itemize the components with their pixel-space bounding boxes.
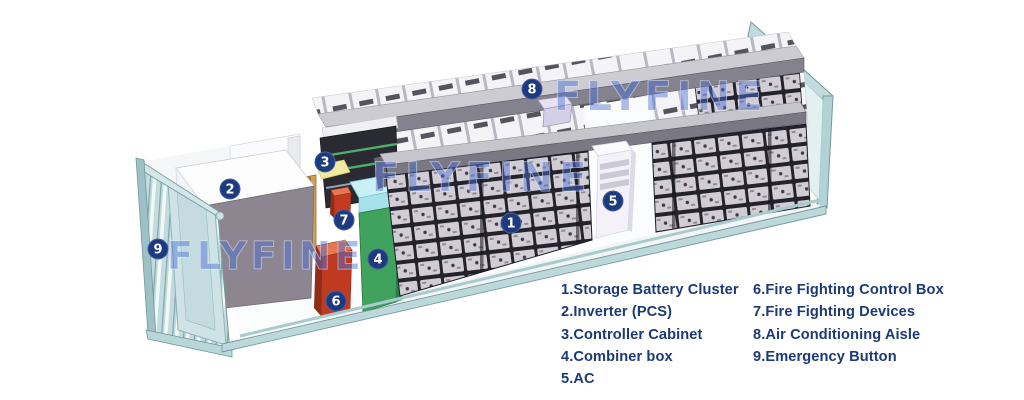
svg-text:5: 5 [608, 195, 617, 210]
marker-6: 6 [325, 290, 347, 312]
bottom-rail [221, 198, 827, 353]
svg-text:2: 2 [225, 183, 234, 198]
legend-item-8: 8.Air Conditioning Aisle [753, 326, 921, 343]
cable-duct-slab [374, 101, 807, 189]
end-bottom-sill [145, 329, 233, 358]
marker-5: 5 [602, 190, 624, 212]
ac-unit [591, 140, 636, 239]
marker-8: 8 [521, 78, 543, 100]
legend-item-9: 9.Emergency Button [753, 348, 897, 365]
svg-text:6: 6 [331, 295, 340, 310]
legend: 1.Storage Battery Cluster 2.Inverter (PC… [561, 279, 983, 390]
battery-rack-front-right [651, 123, 811, 233]
legend-item-7: 7.Fire Fighting Devices [753, 304, 916, 321]
svg-text:3: 3 [320, 156, 329, 171]
battery-rack-front [385, 123, 811, 297]
marker-3: 3 [314, 151, 336, 173]
container-left-end [135, 157, 233, 358]
legend-item-1: 1.Storage Battery Cluster [561, 282, 739, 298]
svg-text:7: 7 [339, 214, 348, 229]
watermarks: FLYFINE FLYFINE FLYFINE [167, 74, 768, 279]
legend-column-2: 6.Fire Fighting Control Box 7.Fire Fight… [753, 279, 983, 390]
legend-item-6: 6.Fire Fighting Control Box [753, 282, 944, 298]
marker-9: 9 [147, 238, 169, 260]
svg-text:1: 1 [506, 217, 515, 232]
battery-rack-front-left [385, 150, 593, 297]
legend-column-1: 1.Storage Battery Cluster 2.Inverter (PC… [561, 279, 752, 390]
marker-1: 1 [500, 212, 522, 234]
svg-text:4: 4 [373, 253, 382, 268]
marker-2: 2 [219, 178, 241, 200]
legend-item-4: 4.Combiner box [561, 348, 673, 365]
ac-indoor-box [537, 95, 573, 128]
marker-7: 7 [333, 209, 355, 231]
svg-text:9: 9 [153, 243, 162, 258]
legend-item-5: 5.AC [561, 371, 595, 388]
legend-item-3: 3.Controller Cabinet [561, 326, 703, 343]
svg-text:8: 8 [527, 83, 536, 98]
watermark-left: FLYFINE [167, 234, 365, 278]
marker-4: 4 [367, 248, 389, 270]
markers: 1 2 3 4 5 6 7 8 [147, 78, 624, 312]
watermark-middle: FLYFINE [372, 155, 593, 201]
legend-item-2: 2.Inverter (PCS) [561, 304, 673, 321]
watermark-top: FLYFINE [554, 74, 768, 120]
